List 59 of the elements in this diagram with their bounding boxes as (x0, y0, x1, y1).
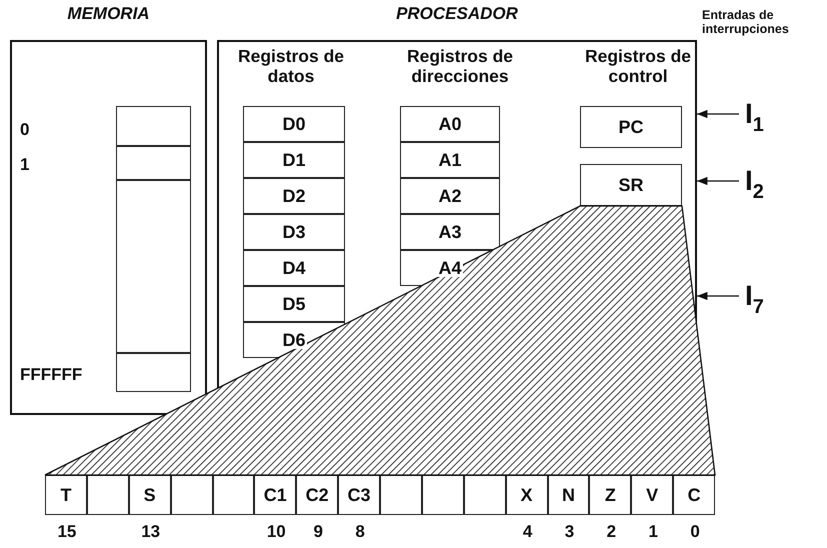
register-name: A0 (437, 115, 462, 133)
register-name: D1 (281, 151, 306, 169)
bit-name: T (59, 486, 72, 504)
register-name: SR (617, 176, 644, 194)
column-heading: Registros de direcciones (406, 46, 514, 86)
status-bit-cell (380, 475, 422, 515)
section-heading: MEMORIA (66, 4, 151, 24)
memory-cell (116, 353, 191, 392)
interrupt-label: I$_{7}$ (745, 282, 785, 322)
column-heading: Registros de datos (237, 46, 345, 86)
address-label: 0 (20, 120, 30, 140)
address-label: FFFFFF (20, 365, 84, 385)
memory-cell (116, 180, 191, 353)
bit-number: 1 (647, 522, 659, 542)
section-heading: PROCESADOR (395, 4, 519, 24)
bit-name: V (645, 486, 660, 504)
bit-name: X (520, 486, 534, 504)
register-name: D6 (281, 331, 306, 349)
register-name: A3 (437, 223, 462, 241)
register-name: A1 (437, 151, 462, 169)
register-name: D0 (281, 115, 306, 133)
memory-cell (116, 106, 191, 146)
register-name: D5 (281, 295, 306, 313)
status-bit-cell (170, 475, 212, 515)
bit-number: 0 (689, 522, 701, 542)
register-name: D4 (281, 259, 306, 277)
bit-name: C1 (262, 486, 288, 504)
bit-name: N (560, 486, 576, 504)
bit-number: 3 (564, 522, 576, 542)
interrupt-label: I$_{2}$ (745, 167, 785, 207)
status-bit-cell (212, 475, 254, 515)
memory-cell (116, 146, 191, 180)
bit-number: 4 (522, 522, 534, 542)
interrupt-label: I$_{1}$ (745, 100, 785, 140)
side-note: Entradas de interrupciones (702, 8, 790, 37)
bit-name: C3 (346, 486, 372, 504)
arrow (697, 292, 739, 300)
bit-name: C (686, 486, 702, 504)
bit-number: 15 (56, 522, 78, 542)
arrow (697, 110, 739, 118)
bit-name: C2 (304, 486, 330, 504)
bit-number: 10 (266, 522, 287, 542)
register-name: PC (617, 118, 644, 136)
bit-number: 2 (606, 522, 618, 542)
bit-number: 13 (140, 522, 162, 542)
bit-name: S (142, 486, 157, 504)
status-bit-cell (86, 475, 129, 515)
register-name: A4 (437, 259, 462, 277)
column-heading: Registros de control (584, 46, 692, 86)
bit-number: 8 (354, 522, 366, 542)
address-label: 1 (20, 155, 30, 175)
arrow (697, 176, 739, 186)
register-name: D2 (281, 187, 306, 205)
bit-name: Z (604, 486, 617, 504)
status-bit-cell (464, 475, 506, 515)
register-name: D3 (281, 223, 306, 241)
status-bit-cell (422, 475, 464, 515)
bit-number: 9 (312, 522, 324, 542)
register-name: A2 (437, 187, 462, 205)
